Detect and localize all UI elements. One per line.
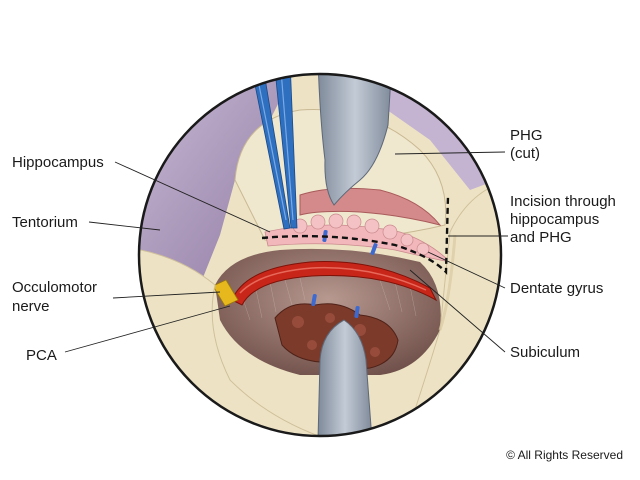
retractor-top-icon [317,74,393,206]
incision-line [261,195,450,275]
dissector-pair-icon [249,74,298,230]
lesion-highlights [292,313,380,357]
label-phg-line1: PHG [510,127,543,144]
occulomotor-nerve [212,279,239,307]
label-dentate-gyrus: Dentate gyrus [510,280,603,297]
label-phg-line2: (cut) [510,145,540,162]
label-tentorium: Tentorium [12,214,78,231]
label-occulomotor-line1: Occulomotor [12,279,97,296]
label-incision-line1: Incision through [510,193,616,210]
label-subiculum: Subiculum [510,344,580,361]
bone-shadow [438,234,457,331]
field-outline [137,72,503,438]
label-pca: PCA [26,347,57,364]
retractor-bottom-icon [317,319,373,436]
operative-field [139,74,501,436]
label-occulomotor-line2: nerve [12,298,50,315]
leader-lines [64,151,508,353]
label-incision-line2: hippocampus [510,211,599,228]
label-hippocampus: Hippocampus [12,154,104,171]
label-incision-line3: and PHG [510,229,572,246]
copyright-notice: © All Rights Reserved [506,448,623,462]
pca-highlight [239,266,427,294]
